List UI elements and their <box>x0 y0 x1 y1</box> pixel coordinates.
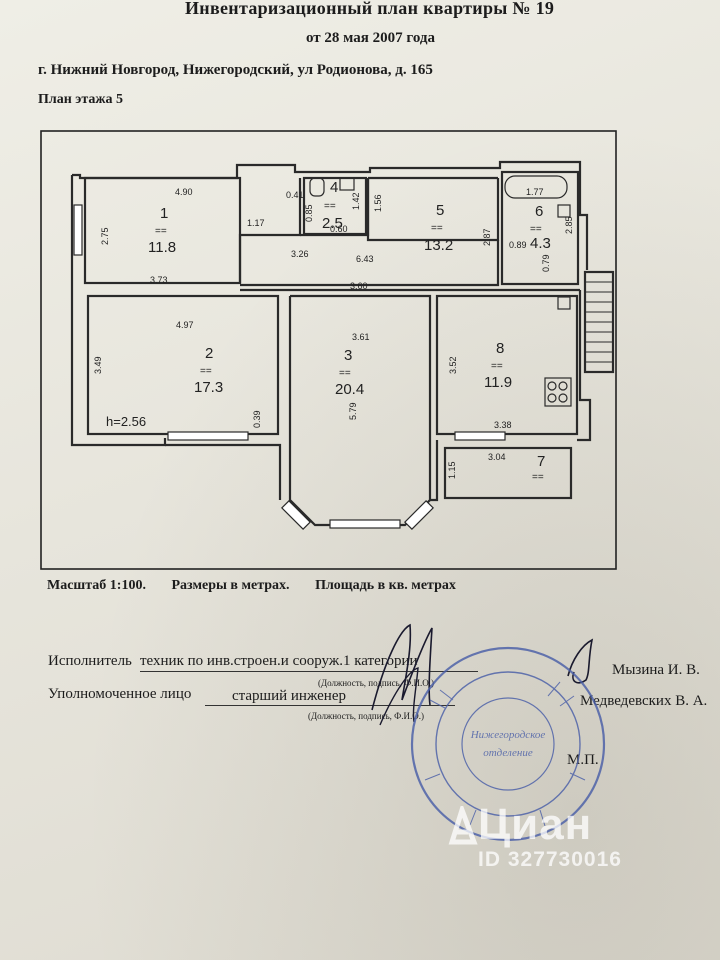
dim-corr-bottom: 3.60 <box>350 281 368 291</box>
room-8-number: 8 <box>496 340 504 357</box>
room-8-separator: == <box>491 361 503 372</box>
authorized-caption: (Должность, подпись, Ф.И.О.) <box>308 711 425 721</box>
room-3-separator: == <box>339 368 351 379</box>
floor-label: План этажа 5 <box>38 92 124 107</box>
room-7-number: 7 <box>537 453 545 470</box>
dim-r6-left: 0.89 <box>509 240 527 250</box>
dim-r5-right: 2.87 <box>482 228 492 246</box>
stamp-center-top: Нижегородское <box>470 729 546 741</box>
scale-note: Масштаб 1:100. Размеры в метрах. Площадь… <box>47 578 478 594</box>
dim-wc-bottom: 0.60 <box>330 224 348 234</box>
dim-r8-left: 3.52 <box>448 356 458 374</box>
document-title: Инвентаризационный план квартиры № 19 <box>185 0 555 18</box>
stamp-center-bottom: отделение <box>483 747 533 759</box>
signature-mark <box>567 638 594 684</box>
authorized-name: Медведевских В. А. <box>580 693 708 709</box>
stair-steps <box>585 281 613 363</box>
plan-walls <box>70 160 615 527</box>
dim-r1-top: 4.90 <box>175 187 193 197</box>
document-date: от 28 мая 2007 года <box>306 30 435 46</box>
room-2-separator: == <box>200 366 212 377</box>
dim-r8-bottom: 3.38 <box>494 420 512 430</box>
dim-r3-top: 3.61 <box>352 332 370 342</box>
room-5-separator: == <box>431 223 443 234</box>
room-5-area: 13.2 <box>424 237 453 254</box>
stamp: Нижегородское отделение <box>410 646 606 842</box>
signature-authorized <box>379 667 419 726</box>
room-4-number: 4 <box>330 179 338 196</box>
authorized-underline <box>205 705 455 706</box>
room-3-area: 20.4 <box>335 381 364 398</box>
windows <box>73 204 506 530</box>
dim-wc-top: 0.41 <box>286 190 304 200</box>
room-4-area: 2.5 <box>322 215 343 232</box>
performer-label: Исполнитель <box>48 653 132 669</box>
room-6-number: 6 <box>535 203 543 220</box>
dim-corr-left: 3.26 <box>291 249 309 259</box>
room-8-area: 11.9 <box>484 374 512 391</box>
dim-r6-top: 1.77 <box>526 187 544 197</box>
authorized-position: старший инженер <box>232 688 346 704</box>
seal-place-label: М.П. <box>567 752 599 768</box>
dim-r2-right: 0.39 <box>252 410 262 428</box>
dim-r1-inner: 1.17 <box>247 218 265 228</box>
area-units-label: Площадь в кв. метрах <box>315 578 456 593</box>
room-labels: 1 == 11.8 2 == 17.3 3 == 20.4 4 == 2.5 5… <box>148 179 551 483</box>
dimension-labels: 4.90 2.75 3.73 1.17 0.41 0.85 1.42 0.60 … <box>93 187 574 479</box>
room-6-separator: == <box>530 224 542 235</box>
dim-r3-side: 5.79 <box>348 402 358 420</box>
room-2-number: 2 <box>205 345 213 362</box>
dim-r6-bottom: 0.79 <box>541 254 551 272</box>
units-label: Размеры в метрах. <box>171 578 290 593</box>
dim-r6-right: 2.85 <box>564 216 574 234</box>
authorized-label: Уполномоченное лицо <box>48 686 192 702</box>
dim-r7-left: 1.15 <box>447 461 457 479</box>
dim-r7-top: 3.04 <box>488 452 506 462</box>
room-height: h=2.56 <box>106 414 146 429</box>
room-4-separator: == <box>324 201 336 212</box>
room-1-number: 1 <box>160 205 168 222</box>
watermark-id: ID 327730016 <box>478 848 622 871</box>
signature-performer <box>371 623 433 711</box>
dim-corr-mid: 6.43 <box>356 254 374 264</box>
room-2-area: 17.3 <box>194 379 223 396</box>
room-1-separator: == <box>155 226 167 237</box>
dim-wc-right: 1.42 <box>351 192 361 210</box>
room-3-number: 3 <box>344 347 352 364</box>
room-5-number: 5 <box>436 202 444 219</box>
performer-caption: (Должность, подпись, Ф.И.О.) <box>318 678 435 688</box>
fixtures <box>309 175 572 407</box>
room-7-separator: == <box>532 472 544 483</box>
dim-wc-side: 0.85 <box>304 204 314 222</box>
watermark-brand: Циан <box>478 800 593 849</box>
dim-r1-left: 2.75 <box>100 227 110 245</box>
scale-label: Масштаб 1:100. <box>47 578 146 593</box>
dim-r5-left: 1.56 <box>373 194 383 212</box>
performer-underline <box>140 671 478 672</box>
room-6-area: 4.3 <box>530 235 551 252</box>
dim-r1-bottom: 3.73 <box>150 275 168 285</box>
plan-frame <box>40 130 617 570</box>
performer-position: техник по инв.строен.и сооруж.1 категори… <box>140 653 418 669</box>
document-address: г. Нижний Новгород, Нижегородский, ул Ро… <box>38 62 433 78</box>
dim-r2-top: 4.97 <box>176 320 194 330</box>
room-1-area: 11.8 <box>148 239 176 256</box>
performer-name: Мызина И. В. <box>612 662 700 678</box>
cian-logo-icon <box>448 806 478 845</box>
dim-r2-left: 3.49 <box>93 356 103 374</box>
floor-plan: 1 == 11.8 2 == 17.3 3 == 20.4 4 == 2.5 5… <box>40 130 617 570</box>
